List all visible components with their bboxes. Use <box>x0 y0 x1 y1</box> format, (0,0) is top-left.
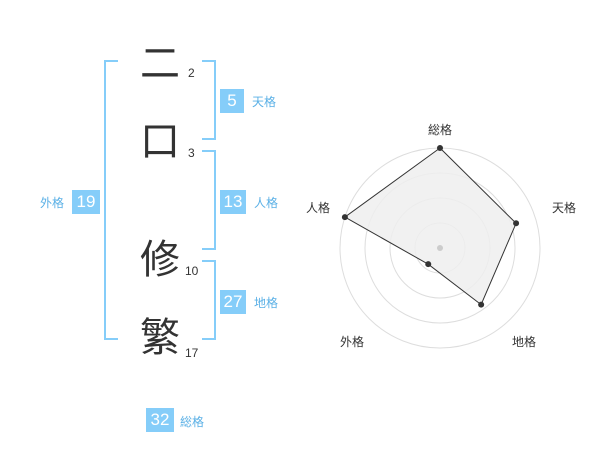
name-char-4: 繁 <box>140 315 180 361</box>
radar-chart: 総格 天格 地格 外格 人格 <box>306 122 576 349</box>
gaikaku-bracket <box>104 60 118 340</box>
radar-point-3 <box>425 261 432 268</box>
radar-point-1 <box>513 220 520 227</box>
tenkaku-bracket <box>202 60 216 140</box>
radar-point-2 <box>478 301 485 308</box>
radar-points <box>341 145 520 308</box>
soukaku-value-badge: 32 <box>146 408 174 432</box>
radar-data-polygon <box>343 147 517 306</box>
tenkaku-value-badge: 5 <box>220 89 244 113</box>
stroke-count-1: 2 <box>188 66 195 80</box>
gaikaku-label: 外格 <box>40 196 65 210</box>
jinkaku-label: 人格 <box>254 196 279 210</box>
gaikaku-value-badge: 19 <box>72 190 100 214</box>
radar-axis-label-soukaku: 総格 <box>428 122 452 137</box>
stroke-count-2: 3 <box>188 146 195 160</box>
stroke-count-4: 17 <box>185 346 199 360</box>
chikaku-value-badge: 27 <box>220 290 246 314</box>
radar-point-4 <box>341 214 348 221</box>
chikaku-bracket <box>202 260 216 340</box>
radar-axis-label-chikaku: 地格 <box>512 334 536 349</box>
stroke-count-3: 10 <box>185 264 199 278</box>
name-char-2: 口 <box>140 119 180 165</box>
jinkaku-bracket <box>202 150 216 250</box>
radar-point-0 <box>437 145 443 151</box>
name-char-1: 二 <box>140 41 180 87</box>
radar-axis-label-gaikaku: 外格 <box>340 334 364 349</box>
name-char-3: 修 <box>140 237 180 283</box>
radar-center-dot <box>437 245 443 251</box>
jinkaku-value-badge: 13 <box>220 190 246 214</box>
tenkaku-label: 天格 <box>252 95 277 109</box>
radar-axis-label-tenkaku: 天格 <box>552 200 576 215</box>
chikaku-label: 地格 <box>254 296 279 310</box>
soukaku-label: 総格 <box>180 415 205 429</box>
radar-axis-label-jinkaku: 人格 <box>306 200 330 215</box>
